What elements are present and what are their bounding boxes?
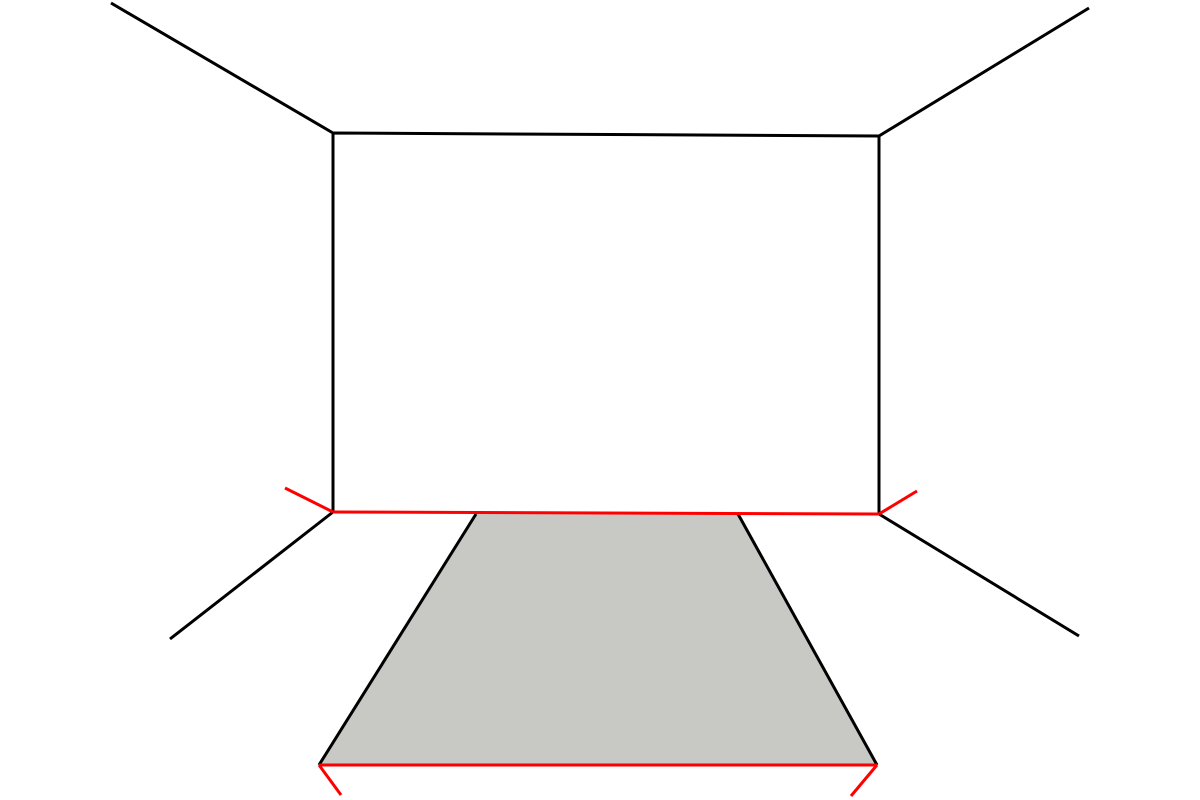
rug (319, 514, 877, 765)
back-wall-outline (331, 131, 881, 514)
rug-front-edge-tick-left (317, 764, 343, 796)
floor-edge-right (878, 512, 1080, 638)
rug-edge-right (736, 513, 879, 766)
ceiling-edge-left (110, 1, 334, 135)
back-wall-baseline-tick-left (284, 486, 334, 514)
ceiling-edge-right (878, 6, 1090, 138)
floor-edge-left (169, 510, 334, 641)
rug-front-edge-tick-right (849, 764, 879, 797)
back-wall-baseline-marker (332, 510, 880, 516)
back-wall-baseline-tick-right (878, 489, 918, 516)
rug-edge-left (317, 513, 478, 766)
